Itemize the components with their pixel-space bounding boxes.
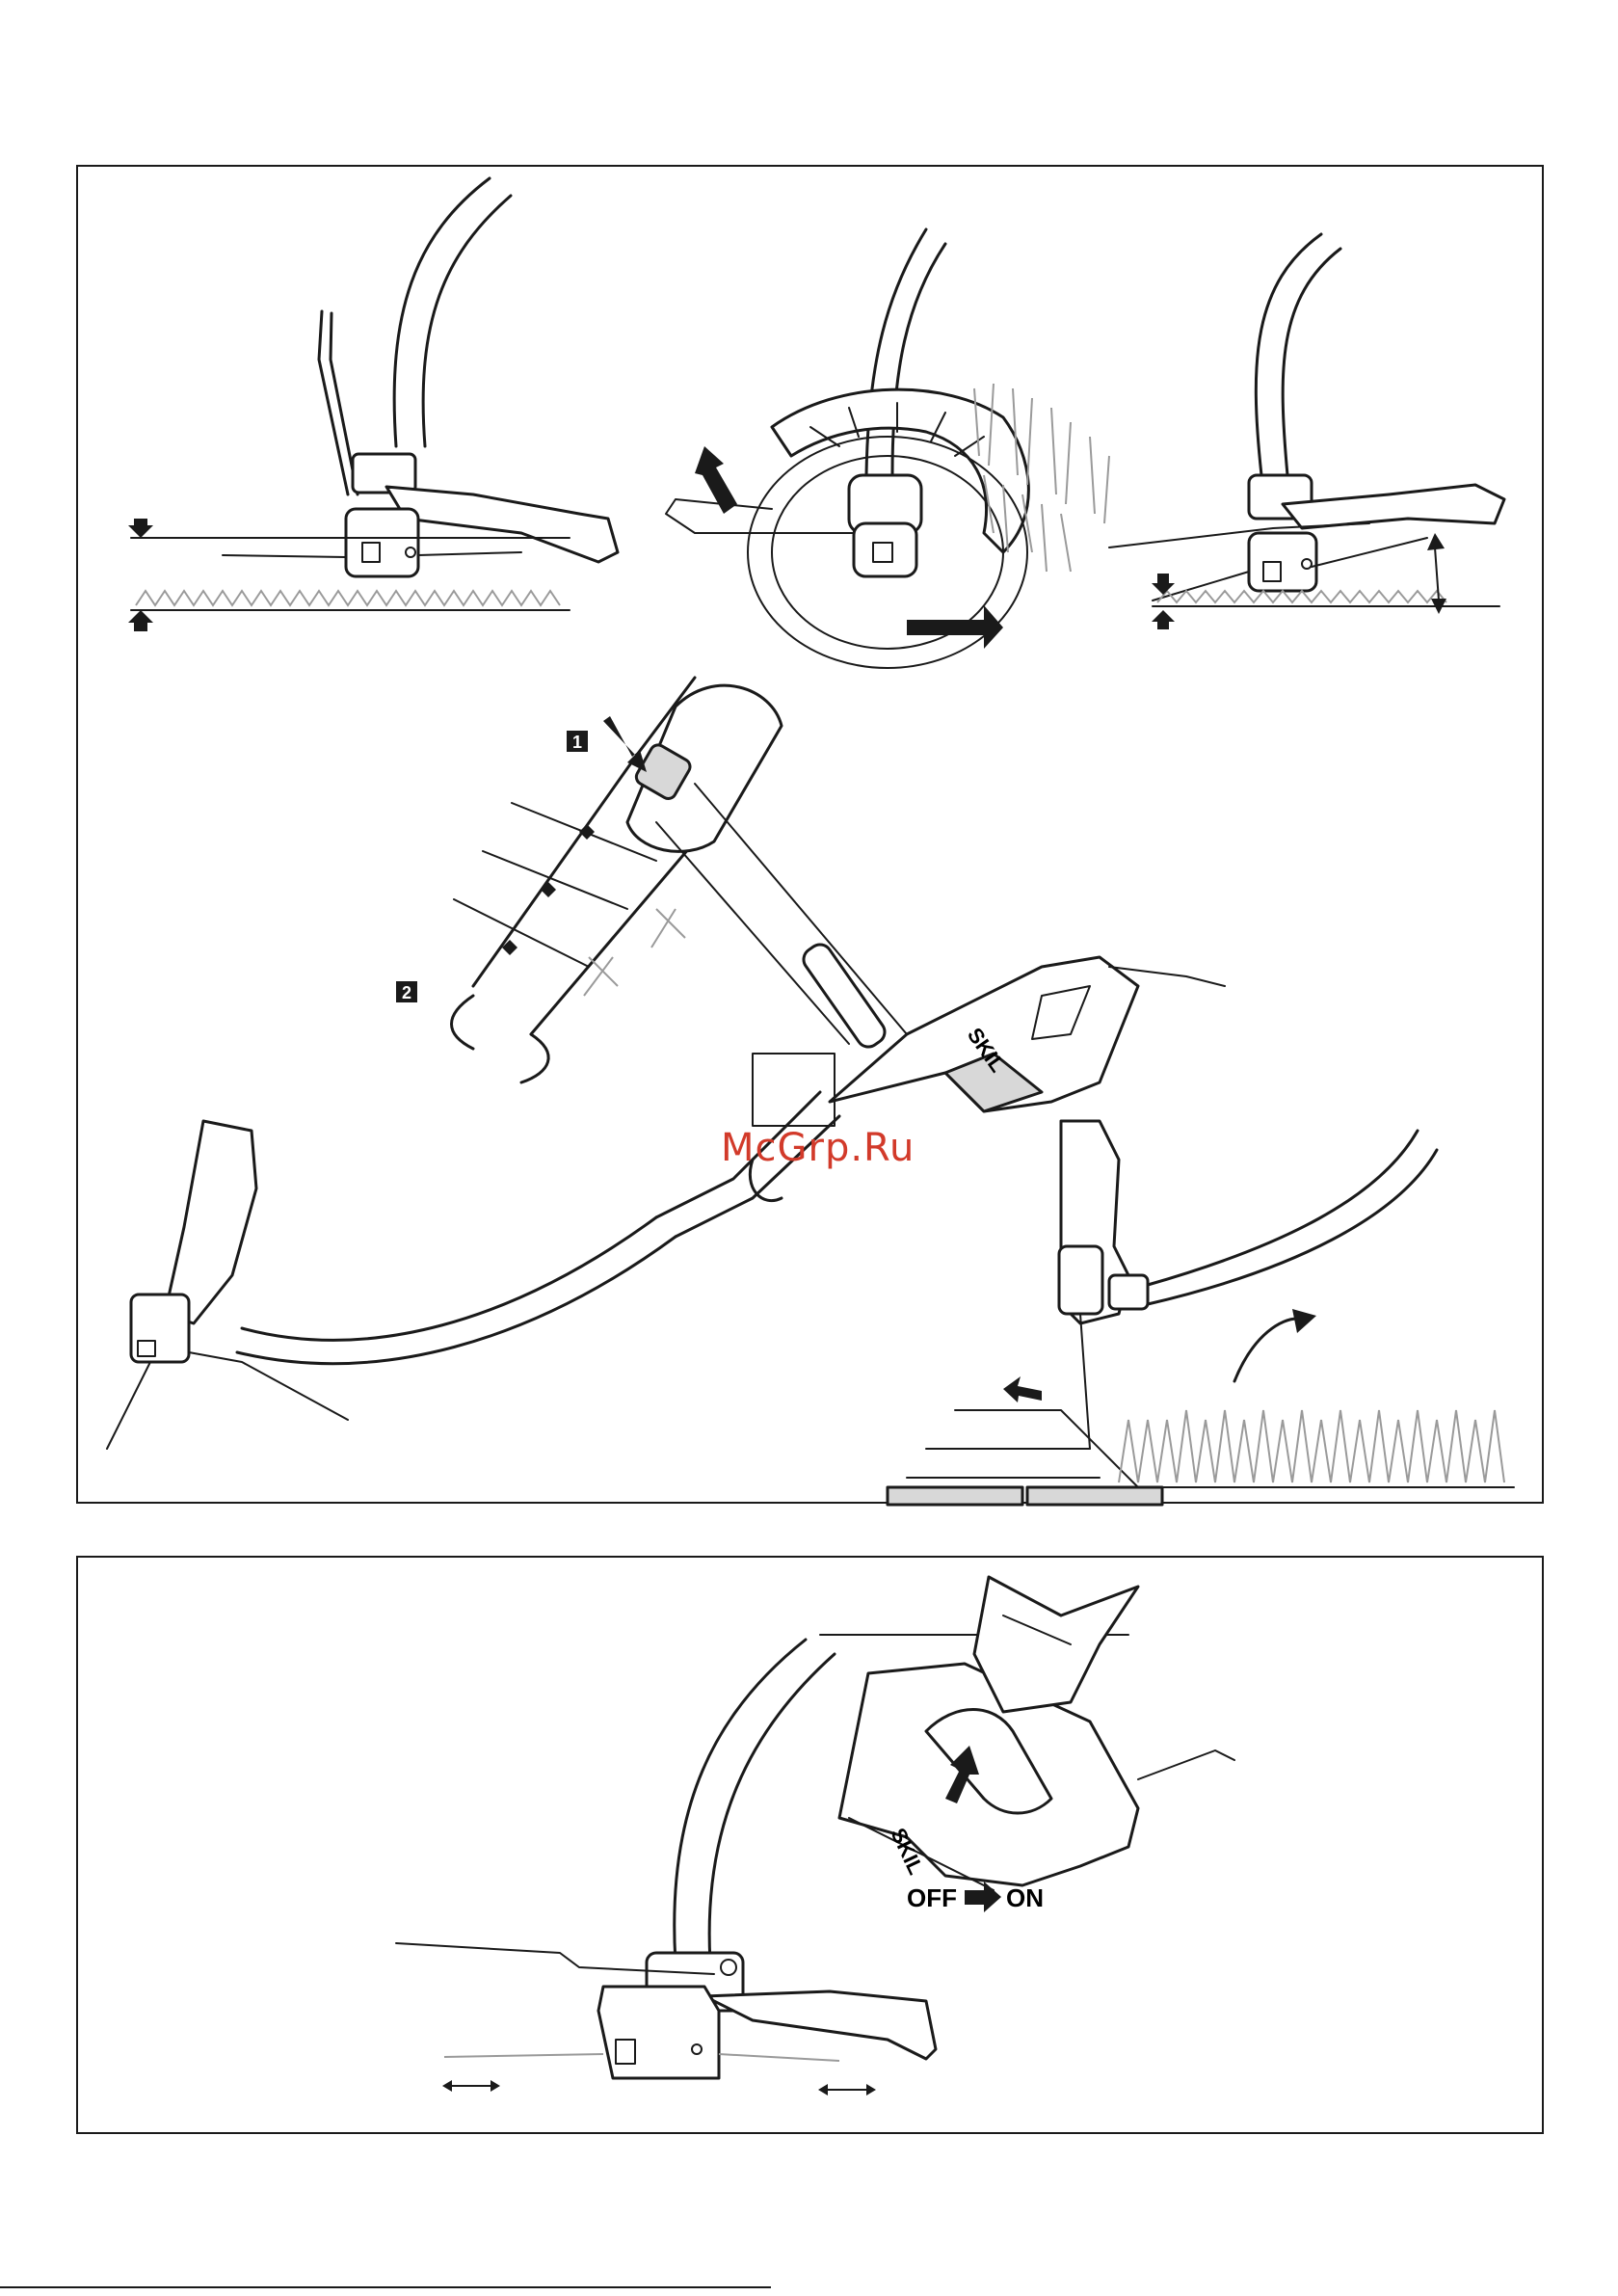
scene-trim-height bbox=[128, 178, 618, 631]
bottom-figure-drawing: SKIL OFF ON bbox=[78, 1558, 1546, 2136]
scene-full-trimmer: SKIL bbox=[107, 940, 1225, 1449]
scene-top-view-sweep bbox=[666, 229, 1109, 668]
switch-off-label: OFF bbox=[907, 1883, 957, 1912]
top-figure-drawing: 1 2 SKIL bbox=[78, 167, 1546, 1506]
top-figure-panel: 1 2 SKIL bbox=[76, 165, 1544, 1504]
footer-rule bbox=[0, 2286, 771, 2288]
watermark-text: McGrp.Ru bbox=[721, 1126, 915, 1170]
scene-line-feed bbox=[396, 1640, 936, 2096]
scene-shaft-adjust-detail: 1 2 bbox=[396, 678, 907, 1126]
scene-edging bbox=[888, 1121, 1514, 1505]
switch-on-label: ON bbox=[1006, 1883, 1044, 1912]
step-marker-1: 1 bbox=[572, 733, 582, 752]
scene-switch-on: SKIL OFF ON bbox=[820, 1577, 1234, 1912]
bottom-figure-panel: SKIL OFF ON bbox=[76, 1556, 1544, 2134]
scene-tilt-height bbox=[1109, 234, 1504, 629]
step-marker-2: 2 bbox=[402, 983, 411, 1002]
